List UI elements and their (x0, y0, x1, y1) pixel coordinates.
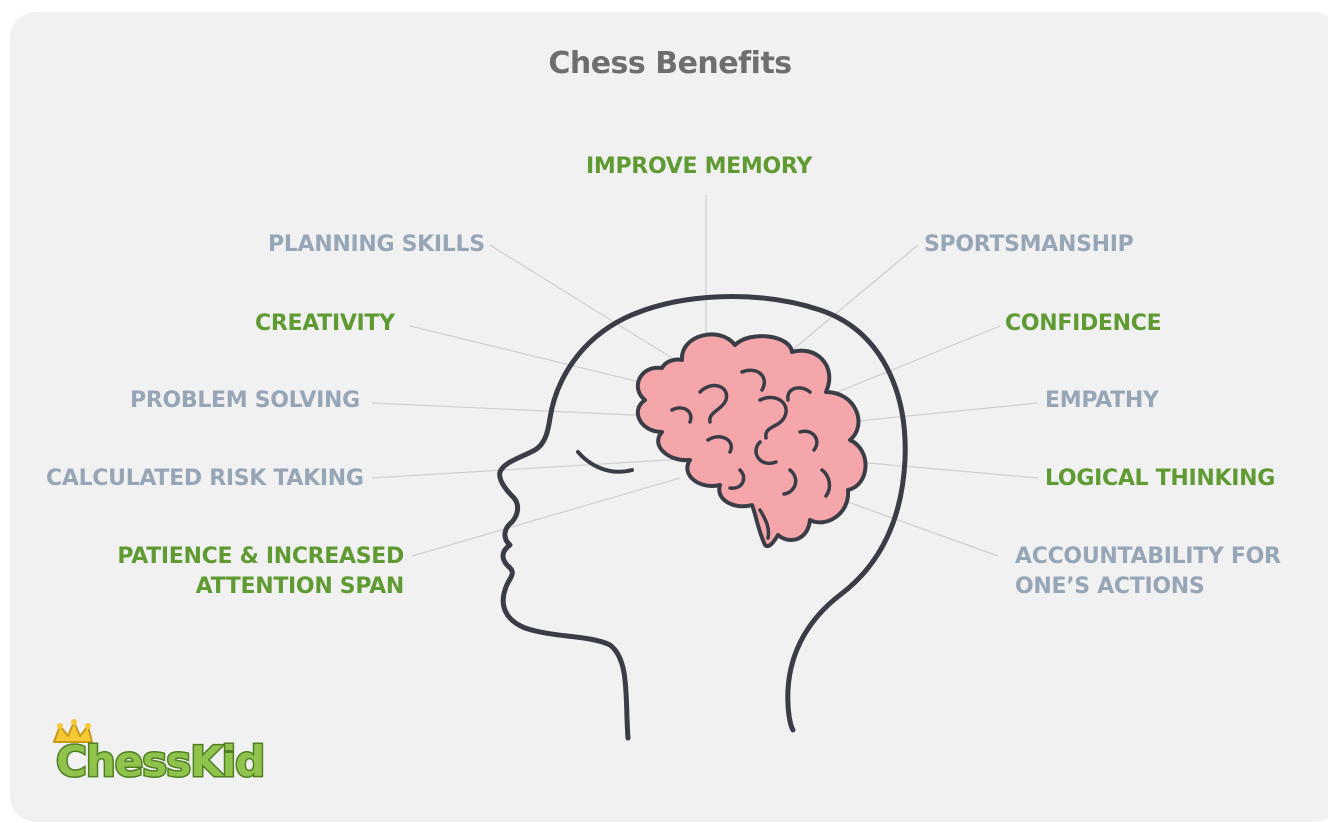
label-sportsmanship: SPORTSMANSHIP (924, 232, 1134, 257)
label-accountability: ACCOUNTABILITY FOR ONE’S ACTIONS (1015, 542, 1281, 602)
label-accountability-line2: ONE’S ACTIONS (1015, 574, 1205, 599)
page-title: Chess Benefits (548, 46, 792, 81)
connector-lines (371, 195, 1039, 557)
connector-creativity (409, 325, 649, 385)
connector-sportsmanship (789, 244, 919, 353)
label-patience-line2: ATTENTION SPAN (195, 574, 405, 599)
label-confidence: CONFIDENCE (1005, 311, 1162, 336)
closed-eye-icon (576, 450, 634, 474)
brain-icon (635, 332, 868, 549)
label-calculated-risk-taking: CALCULATED RISK TAKING (46, 466, 364, 491)
connector-problem-solving (371, 402, 656, 417)
label-empathy: EMPATHY (1045, 388, 1159, 413)
chesskid-logo: ChessKid (53, 719, 267, 788)
label-problem-solving: PROBLEM SOLVING (130, 388, 360, 413)
connector-planning-skills (489, 244, 673, 359)
connector-confidence (807, 325, 1001, 405)
connector-accountability (819, 491, 999, 557)
label-accountability-line1: ACCOUNTABILITY FOR (1015, 544, 1281, 569)
label-planning-skills: PLANNING SKILLS (268, 232, 485, 257)
label-logical-thinking: LOGICAL THINKING (1045, 466, 1275, 491)
connector-calculated-risk (371, 457, 701, 479)
head-outline (497, 294, 908, 741)
label-creativity: CREATIVITY (255, 311, 395, 336)
crown-icon (53, 719, 93, 743)
label-improve-memory: IMPROVE MEMORY (586, 154, 812, 179)
label-patience-attention: PATIENCE & INCREASED ATTENTION SPAN (60, 542, 404, 602)
logo-wordmark: ChessKid (56, 737, 264, 786)
connector-empathy (827, 402, 1039, 425)
label-patience-line1: PATIENCE & INCREASED (117, 544, 404, 569)
connector-patience (411, 477, 681, 557)
